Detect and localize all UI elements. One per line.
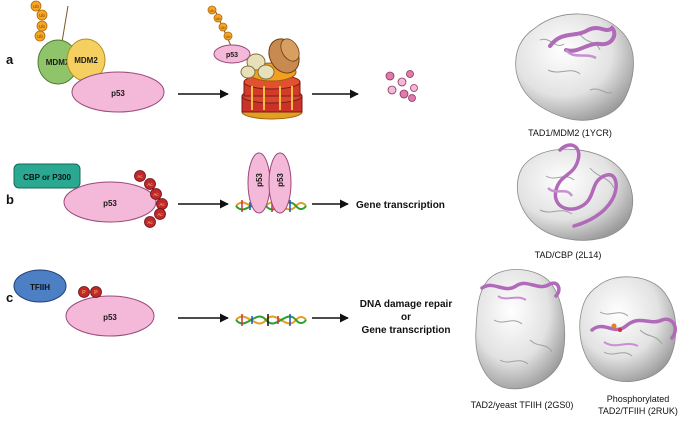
p53-protein-b [63,181,157,223]
mdmx-label: MDMX [46,58,71,67]
proteasome-icon [240,38,303,120]
p53-dimer-1-label: p53 [255,173,264,187]
p53-dimer-2-label: p53 [276,173,285,187]
structure-phospho-tad2-tfiih [579,276,677,382]
outcome-dna-repair: DNA damage repair [360,299,453,310]
caption-1ycr: TAD1/MDM2 (1YCR) [528,128,612,138]
ub-bead: Ub [213,13,223,23]
panel-a-letter: a [6,52,14,67]
svg-text:P: P [94,290,98,296]
ub-bead: Ub [34,30,46,42]
dna-helix-icon [235,314,307,326]
cbp-p300-label: CBP or P300 [23,173,71,182]
caption-2ruk-line1: Phosphorylated [607,394,670,404]
svg-text:Ac: Ac [157,212,163,217]
tfiih-label: TFIIH [30,283,50,292]
outcome-gene-transcription-b: Gene transcription [356,200,445,211]
p53-label-a: p53 [111,89,125,98]
phosphate-group: P [90,286,102,298]
ubiquitin-chain-1: Ub Ub Ub Ub [30,0,69,43]
svg-text:Ub: Ub [37,34,43,39]
svg-text:Ub: Ub [220,25,226,30]
panel-c-letter: c [6,290,13,305]
ub-bead: Ub [36,9,48,21]
ub-bead: Ub [207,5,217,15]
svg-text:Ac: Ac [153,192,159,197]
panel-c: c TFIIH p53 P P DNA damage repair or Gen… [6,269,678,416]
structure-tad2-yeast-tfiih [475,269,566,390]
svg-text:Ub: Ub [33,4,39,9]
acetyl-group: Ac [144,178,156,190]
svg-text:Ub: Ub [209,8,215,13]
svg-text:P: P [82,290,86,296]
ub-bead: Ub [218,22,228,32]
p53-small-label: p53 [226,52,238,59]
p53-protein-c [65,295,155,337]
svg-text:Ub: Ub [215,16,221,21]
ub-bead: Ub [30,0,42,12]
acetyl-group: Ac [150,188,162,200]
svg-text:Ub: Ub [225,34,231,39]
tfiih-protein [13,269,67,303]
svg-text:Ac: Ac [147,182,153,187]
peptide-fragments-icon [385,70,418,102]
ub-bead: Ub [223,31,233,41]
panel-a: a Ub Ub Ub Ub MDMX MDM2 p53 Ub Ub Ub Ub … [6,0,634,138]
p53-label-b: p53 [103,199,117,208]
panel-b: b CBP or P300 p53 Ac Ac Ac Ac Ac Ac p53 … [6,143,634,260]
mdm2-label: MDM2 [74,56,98,65]
svg-text:Ac: Ac [137,174,143,179]
phosphate-group: P [78,286,90,298]
p53-label-c: p53 [103,313,117,322]
svg-text:Ub: Ub [39,13,45,18]
outcome-or: or [401,312,411,323]
ubiquitin-chain-2: Ub Ub Ub Ub [207,5,233,49]
caption-2gs0: TAD2/yeast TFIIH (2GS0) [471,400,574,410]
acetyl-group: Ac [144,216,156,228]
panel-b-letter: b [6,192,14,207]
structure-tad1-mdm2 [515,13,634,121]
acetyl-group: Ac [156,198,168,210]
ub-bead: Ub [36,20,48,32]
acetyl-group: Ac [134,170,146,182]
structure-tad-cbp [516,143,634,241]
svg-text:Ub: Ub [39,24,45,29]
caption-2l14: TAD/CBP (2L14) [535,250,602,260]
p53-small-protein [213,44,251,64]
acetyl-group: Ac [154,208,166,220]
outcome-gene-transcription-c: Gene transcription [362,325,451,336]
caption-2ruk-line2: TAD2/TFIIH (2RUK) [598,406,678,416]
p53-protein-a [71,71,165,113]
p53-dimer-2 [268,152,292,214]
svg-text:Ac: Ac [159,202,165,207]
cbp-p300-protein [13,163,81,189]
svg-text:Ac: Ac [147,220,153,225]
